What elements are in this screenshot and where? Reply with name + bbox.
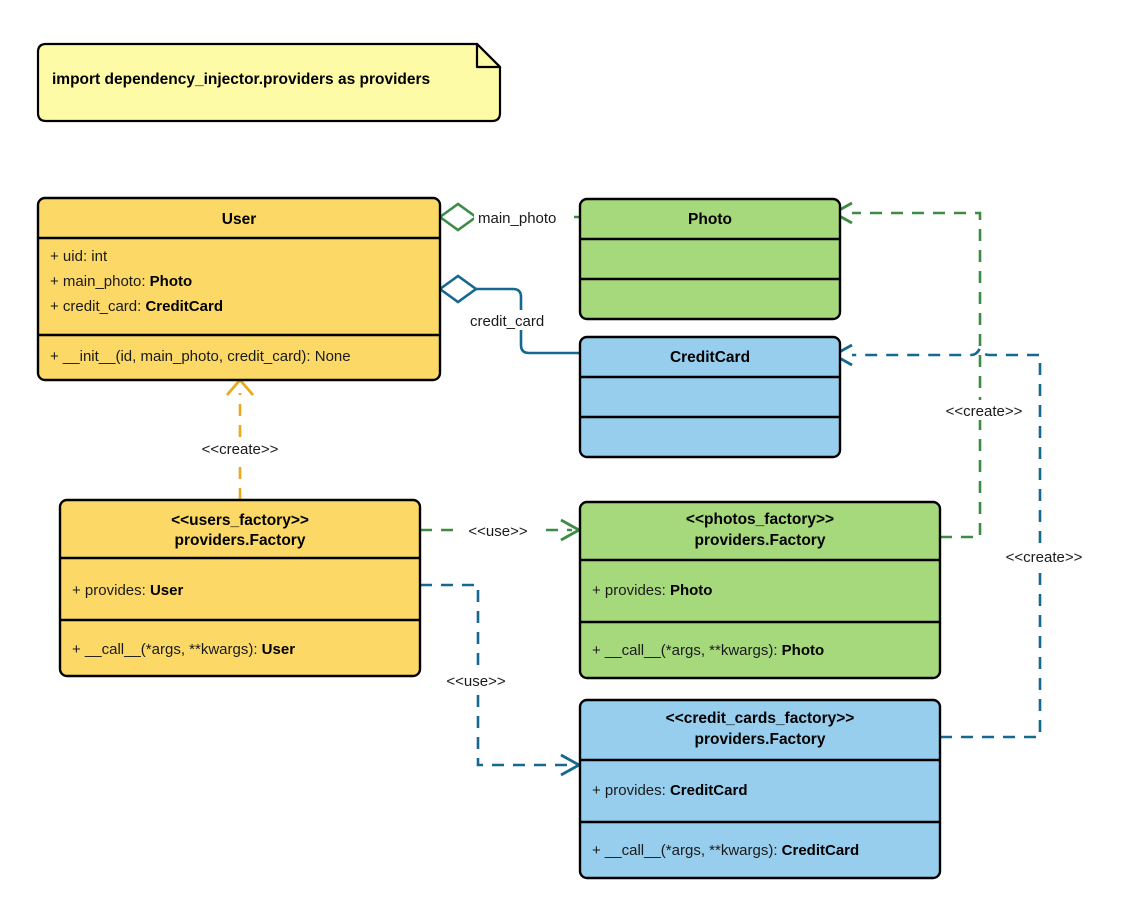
class-attribute: + main_photo: Photo bbox=[50, 273, 192, 290]
edge-usersfactory-user-label: <<create>> bbox=[202, 441, 279, 458]
class-method: + __init__(id, main_photo, credit_card):… bbox=[50, 348, 351, 365]
aggregation-diamond-icon bbox=[437, 274, 479, 304]
class-title: CreditCard bbox=[670, 349, 750, 366]
class-box-photo[interactable]: Photo bbox=[578, 197, 842, 321]
edge-create-photo-line bbox=[852, 211, 982, 539]
class-body bbox=[58, 498, 422, 678]
edge-photosfactory-photo-label: <<create>> bbox=[946, 403, 1023, 420]
note-fold-icon bbox=[475, 42, 502, 69]
class-box-credit-cards-factory[interactable]: <<credit_cards_factory>> providers.Facto… bbox=[578, 698, 942, 880]
edge-user-creditcard: credit_card bbox=[437, 274, 580, 355]
class-title: Photo bbox=[688, 211, 732, 228]
edge-creditcardsfactory-creditcard: <<create>> bbox=[831, 343, 1096, 739]
class-box-users-factory[interactable]: <<users_factory>> providers.Factory + pr… bbox=[58, 498, 422, 678]
class-attribute: + provides: CreditCard bbox=[592, 782, 747, 799]
edge-usersfactory-creditcardsfactory: <<use>> bbox=[420, 583, 582, 777]
generalization-arrow-icon bbox=[225, 377, 255, 396]
class-title: providers.Factory bbox=[695, 532, 826, 549]
class-method: + __call__(*args, **kwargs): Photo bbox=[592, 642, 824, 659]
class-attribute: + provides: Photo bbox=[592, 582, 712, 599]
class-box-user[interactable]: User + uid: int + main_photo: Photo + cr… bbox=[36, 196, 442, 382]
class-title: User bbox=[222, 211, 256, 228]
class-box-creditcard[interactable]: CreditCard bbox=[578, 335, 842, 459]
class-method: + __call__(*args, **kwargs): User bbox=[72, 641, 295, 658]
edge-photosfactory-photo: <<create>> bbox=[831, 201, 1036, 539]
class-stereotype: <<photos_factory>> bbox=[686, 511, 834, 528]
note-text: import dependency_injector.providers as … bbox=[52, 71, 430, 88]
edge-label-bg bbox=[459, 521, 537, 540]
edge-usersfactory-photosfactory-label: <<use>> bbox=[468, 523, 527, 540]
class-body bbox=[578, 698, 942, 880]
class-method: + __call__(*args, **kwargs): CreditCard bbox=[592, 842, 859, 859]
class-body bbox=[578, 197, 842, 321]
class-stereotype: <<users_factory>> bbox=[171, 512, 309, 529]
edge-usersfactory-photosfactory: <<use>> bbox=[420, 518, 582, 542]
aggregation-diamond-icon bbox=[437, 202, 479, 232]
class-title: providers.Factory bbox=[695, 731, 826, 748]
edge-user-photo-label: main_photo bbox=[478, 210, 556, 227]
edge-create-creditcard-line bbox=[852, 344, 1042, 739]
class-box-photos-factory[interactable]: <<photos_factory>> providers.Factory + p… bbox=[578, 500, 942, 680]
edge-creditcardsfactory-creditcard-label: <<create>> bbox=[1006, 549, 1083, 566]
class-stereotype: <<credit_cards_factory>> bbox=[666, 710, 855, 727]
edge-label-bg bbox=[992, 546, 1096, 566]
edge-label-bg bbox=[466, 310, 574, 330]
edge-user-photo: main_photo bbox=[437, 202, 580, 232]
class-body bbox=[578, 500, 942, 680]
edge-label-bg bbox=[474, 208, 574, 227]
edge-label-bg bbox=[932, 400, 1036, 420]
edge-label-bg bbox=[437, 671, 515, 690]
note-import: import dependency_injector.providers as … bbox=[36, 42, 502, 123]
class-title: providers.Factory bbox=[175, 532, 306, 549]
class-body bbox=[578, 335, 842, 459]
edge-label-bg bbox=[188, 438, 292, 458]
edge-user-creditcard-label: credit_card bbox=[470, 313, 544, 330]
edge-usersfactory-user: <<create>> bbox=[188, 377, 292, 500]
class-attribute: + credit_card: CreditCard bbox=[50, 298, 223, 315]
class-attribute: + uid: int bbox=[50, 248, 108, 265]
note-shape bbox=[36, 42, 502, 123]
class-attribute: + provides: User bbox=[72, 582, 183, 599]
edge-usersfactory-creditcardsfactory-label: <<use>> bbox=[446, 673, 505, 690]
